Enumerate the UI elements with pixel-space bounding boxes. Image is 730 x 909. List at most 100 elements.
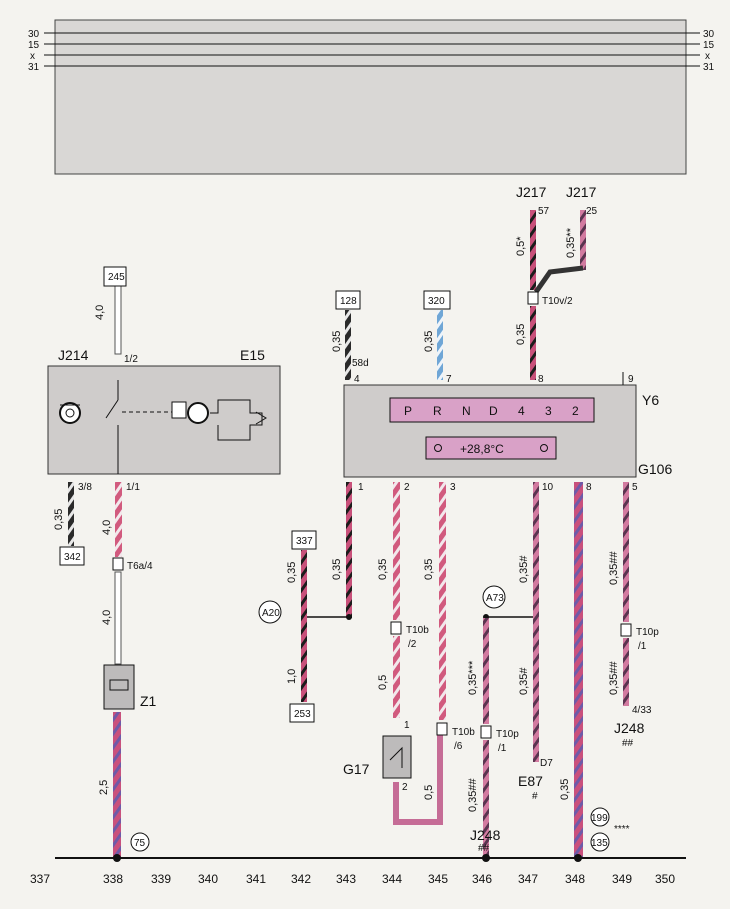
ground-75: 75 [134,838,146,849]
gear-letter-2: 2 [572,404,579,418]
j214-relay-icon [59,402,81,424]
pin-8-bottom: 8 [586,482,592,493]
ground-199-mark: **** [614,824,630,835]
wire-size-pin-1: 0,35 [331,559,343,580]
pin-4: 4 [354,374,360,385]
rail-label-x-right: x [705,51,710,62]
label-j248-bottom-mark: ## [478,843,490,854]
wire-pin-2 [393,482,400,620]
sensor-g17-icon [382,735,412,779]
gear-letter-d: D [489,404,498,418]
scale-348: 348 [565,872,585,886]
wire-size-25: 0,35** [565,227,577,258]
junction-a20: A20 [262,608,280,619]
rail-label-30: 30 [28,29,40,40]
rail-label-x: x [30,51,35,62]
gear-letter-n: N [462,404,471,418]
wire-25 [580,210,586,270]
label-g106: G106 [638,461,672,477]
label-j217-a: J217 [516,184,547,200]
wire-size-346a: 0,35*** [467,660,479,695]
wire-57 [530,210,536,290]
wire-size-337: 0,35 [286,562,298,583]
pin-1-1: 1/1 [126,482,140,493]
wire-pin-2-lower [393,636,400,718]
junction-a73: A73 [486,593,504,604]
j214-e15-box [47,365,281,475]
wire-size-pin-10: 0,35# [518,555,530,583]
label-j248-bottom: J248 [470,827,501,843]
wire-size-342: 0,35 [53,509,65,530]
rail-label-15-right: 15 [703,40,715,51]
wire-342 [68,482,74,546]
rail-label-15: 15 [28,40,40,51]
wire-t6a [114,571,122,665]
wire-pin-10 [533,482,539,762]
pin-5: 5 [632,482,638,493]
scale-340: 340 [198,872,218,886]
pin-58d: 58d [352,358,369,369]
wire-pin-5 [623,482,629,622]
label-j214: J214 [58,347,89,363]
power-rail-panel [54,19,687,175]
connector-t10v2: T10v/2 [542,296,573,307]
connector-t6a4: T6a/4 [127,561,153,572]
connector-t10p1b: T10p [636,627,659,638]
g17-pin-2: 2 [402,782,408,793]
ground-199: 199 [591,813,608,824]
wire-pin-3 [439,482,446,720]
pin-9: 9 [628,374,634,385]
connector-t10b2: T10b [406,625,429,636]
wire-size-pin-2b: 0,5 [377,675,389,690]
wire-size-245: 4,0 [94,305,106,320]
e15-switch-icon [105,380,267,474]
scale-341: 341 [246,872,266,886]
wire-size-253: 1,0 [286,669,298,684]
rail-label-31: 31 [28,62,40,73]
label-z1: Z1 [140,693,157,709]
wire-size-t6a: 4,0 [101,610,113,625]
gear-letter-r: R [433,404,442,418]
pin-3: 3 [450,482,456,493]
ref-128: 128 [340,296,357,307]
wire-128 [345,310,351,380]
rail-labels-right: 30 15 x 31 [703,29,715,73]
temp-readout: +28,8°C [460,442,504,456]
label-j248-right: J248 [614,720,645,736]
scale-339: 339 [151,872,171,886]
gear-letter-4: 4 [518,404,525,418]
wire-size-pin-10b: 0,35# [518,667,530,695]
label-y6: Y6 [642,392,659,408]
label-g17: G17 [343,761,370,777]
wire-size-1-1: 4,0 [101,520,113,535]
wire-size-128: 0,35 [331,331,343,352]
pin-57: 57 [538,206,550,217]
connector-t10b2-sub: /2 [408,639,417,650]
ref-253: 253 [294,709,311,720]
wire-pin-1 [346,482,352,618]
connector-t10p1a-sub: /1 [498,743,507,754]
pin-7: 7 [446,374,452,385]
wire-337 [301,550,307,702]
ref-337: 337 [296,536,313,547]
ref-320: 320 [428,296,445,307]
wire-1-1 [115,482,122,557]
ground-135: 135 [591,838,608,849]
connector-t10p1a: T10p [496,729,519,740]
pin-1-2: 1/2 [124,354,138,365]
pin-4-33: 4/33 [632,705,652,716]
connector-t10b6: T10b [452,727,475,738]
rail-label-31-right: 31 [703,62,715,73]
wire-346 [483,618,489,724]
wire-size-z1: 2,5 [98,780,110,795]
pin-8: 8 [538,374,544,385]
wire-320 [437,310,443,380]
connector-t10p1b-sub: /1 [638,641,647,652]
wire-size-pin-5a: 0,35## [608,550,620,585]
rail-label-30-right: 30 [703,29,715,40]
temp-display [425,436,557,460]
ref-245: 245 [108,272,125,283]
pin-10: 10 [542,482,554,493]
label-e15: E15 [240,347,265,363]
